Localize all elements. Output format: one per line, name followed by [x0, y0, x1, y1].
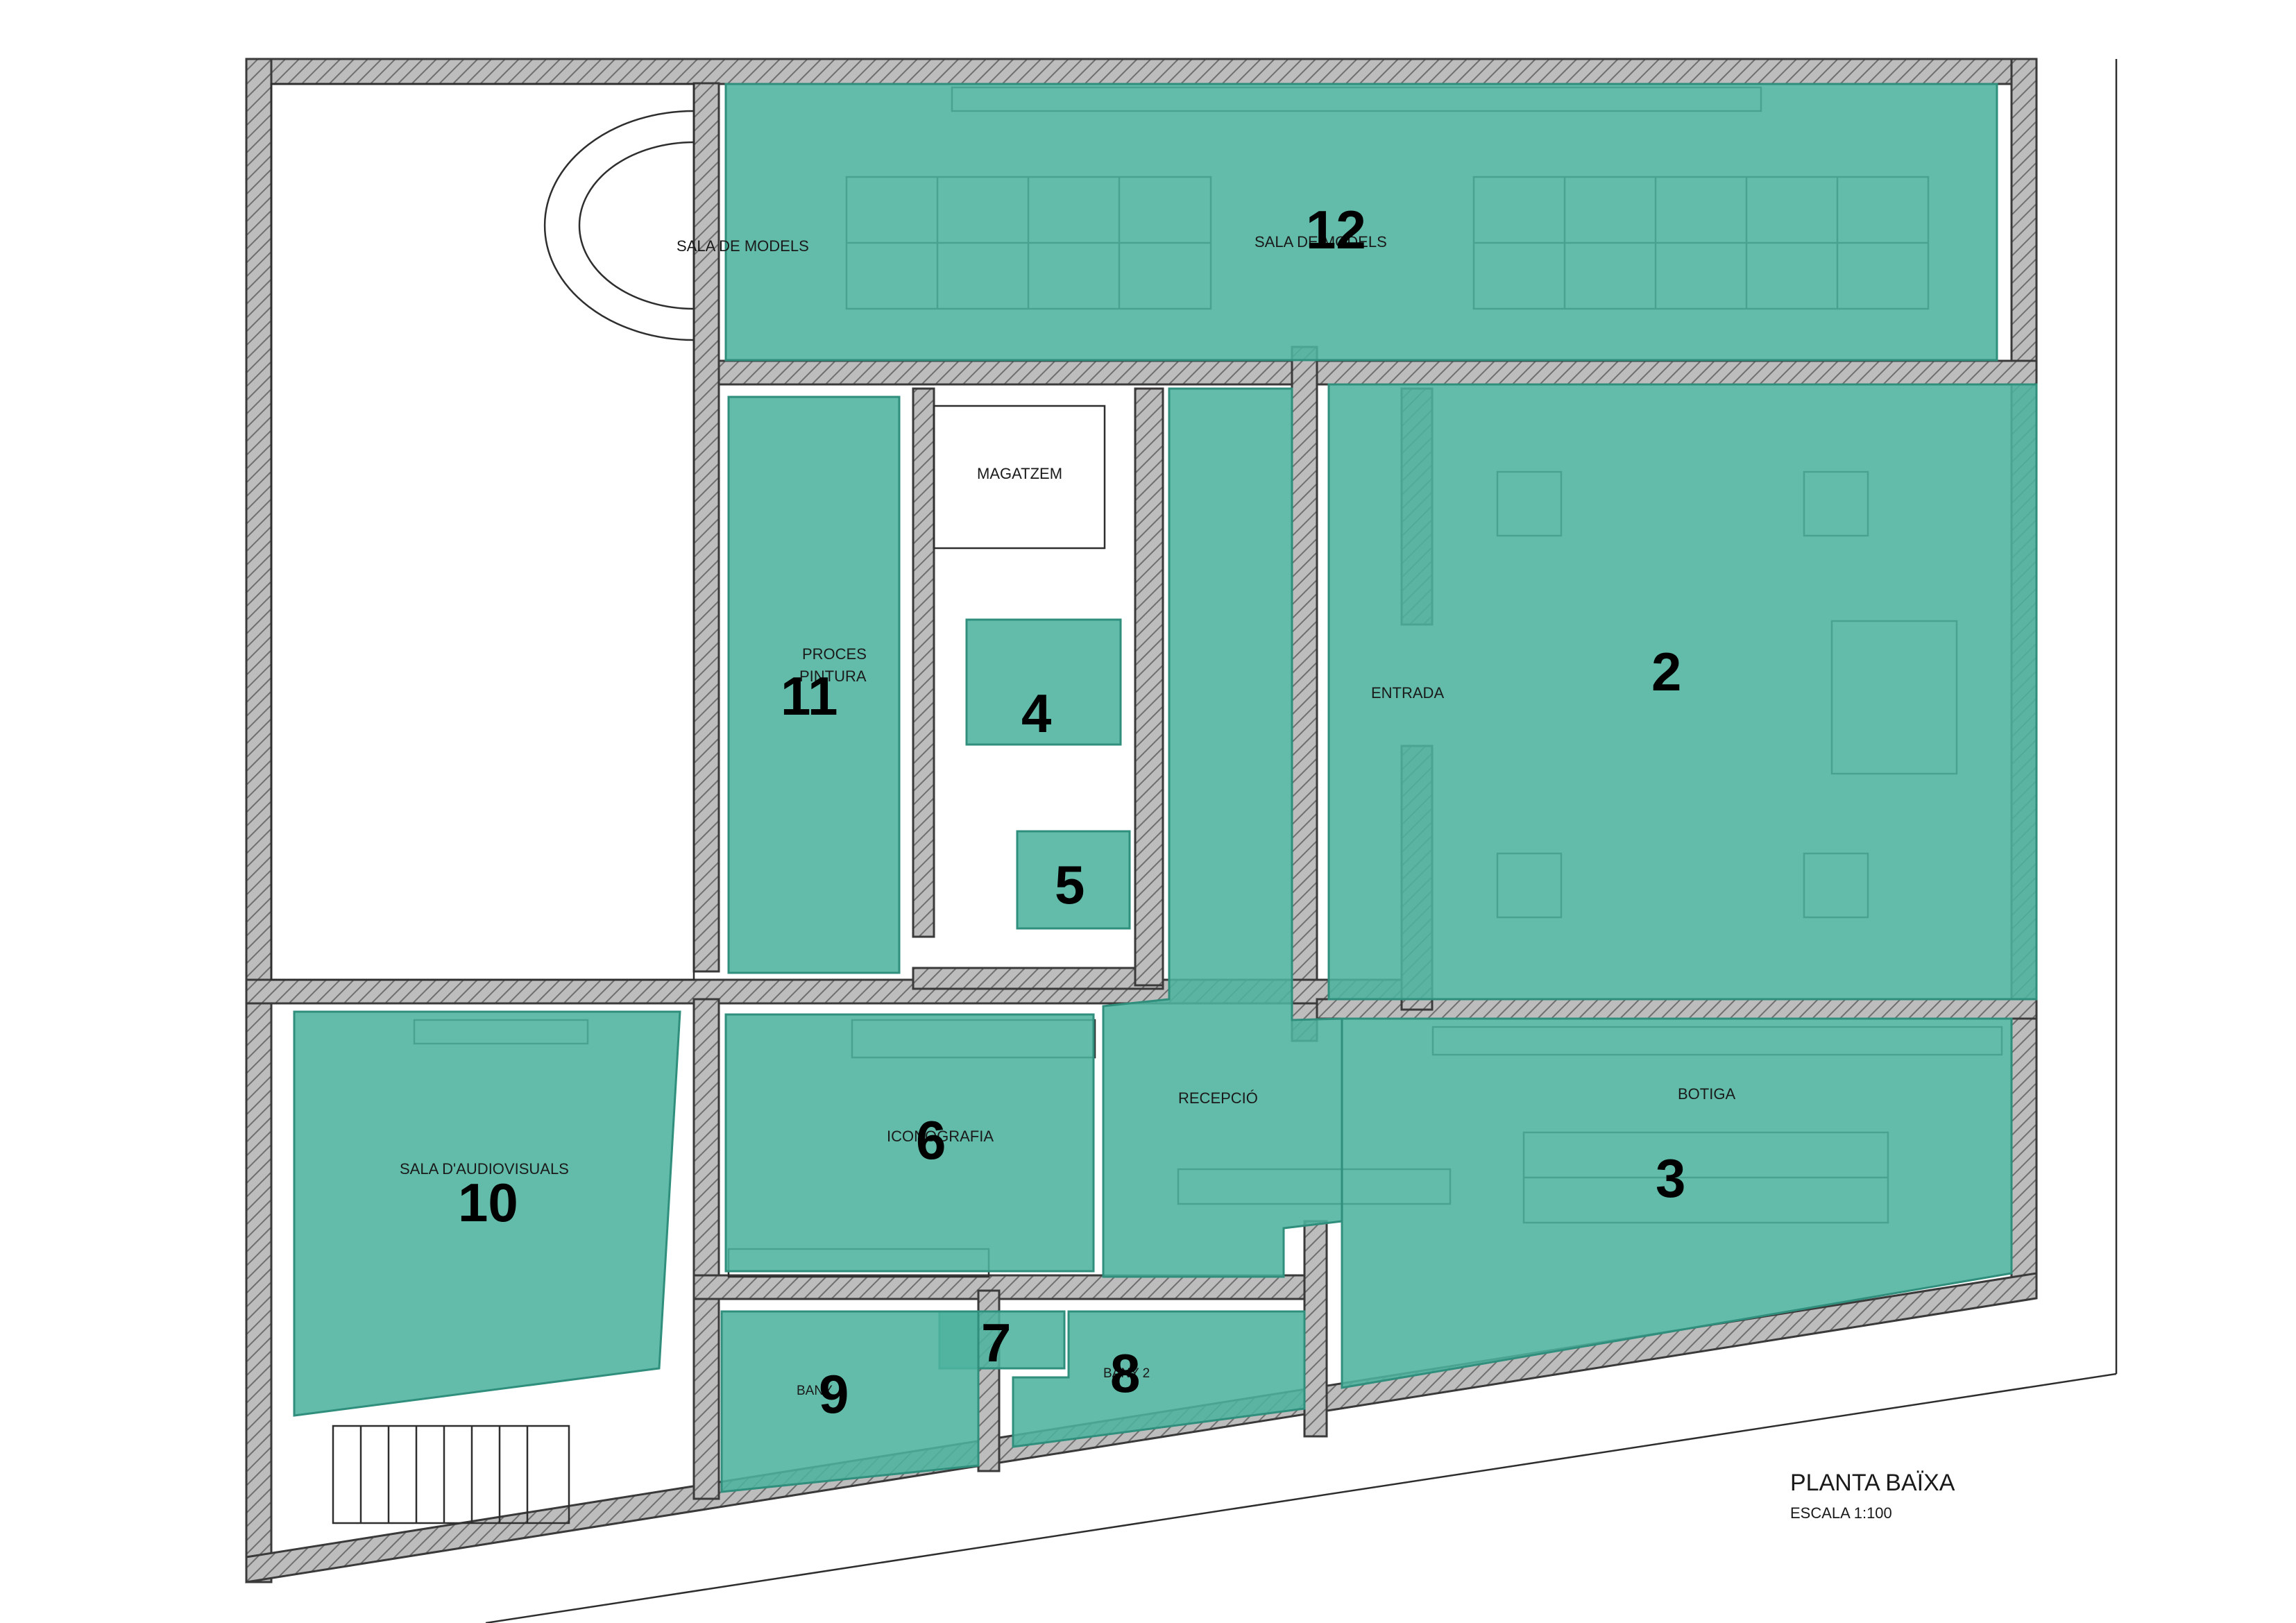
zone-6 — [724, 1013, 1095, 1273]
zone-9 — [720, 1310, 980, 1493]
room-labels: SALA DE MODELS SALA DE MODELS MAGATZEM P… — [400, 233, 1735, 1398]
street-edge-south — [485, 1373, 2117, 1623]
label-sala-models-east: SALA DE MODELS — [1255, 233, 1387, 250]
zones — [293, 83, 2038, 1493]
label-botiga: BOTIGA — [1678, 1085, 1735, 1103]
label-pintura: PINTURA — [799, 668, 867, 685]
zone-number-7: 7 — [981, 1312, 1011, 1373]
label-proces: PROCES — [802, 645, 867, 663]
zone-4 — [965, 618, 1122, 746]
zone-number-2: 2 — [1651, 641, 1681, 702]
wall-toilets-north — [692, 1274, 1320, 1300]
stair-south — [332, 1425, 570, 1524]
label-bany2: BANY 2 — [1103, 1366, 1150, 1381]
wall-magatzem — [912, 387, 935, 938]
label-sala-models-west: SALA DE MODELS — [677, 237, 809, 255]
zone-number-9: 9 — [819, 1363, 849, 1425]
zone-numbers: 12 2 3 11 4 5 6 10 7 9 8 — [458, 199, 1685, 1425]
label-audiovisuals: SALA D'AUDIOVISUALS — [400, 1160, 569, 1178]
zone-10 — [293, 1010, 681, 1417]
wall-models-south — [692, 359, 2038, 386]
label-entrada: ENTRADA — [1371, 684, 1444, 702]
plan-title: PLANTA BAÏXA — [1790, 1470, 1955, 1496]
title-block: PLANTA BAÏXA ESCALA 1:100 — [1790, 1470, 1955, 1522]
zone-11 — [727, 396, 901, 974]
zone-3 — [1341, 1017, 2013, 1389]
wall-central-west — [692, 82, 720, 973]
zone-2 — [1327, 383, 2038, 1001]
zone-number-4: 4 — [1021, 683, 1051, 744]
magatzem-room — [933, 405, 1106, 550]
apse-inner — [578, 141, 695, 310]
zone-number-11: 11 — [781, 665, 837, 726]
apse-outer — [543, 110, 695, 341]
zone-number-6: 6 — [916, 1110, 946, 1171]
wall-av-east — [692, 998, 720, 1500]
zone-number-10: 10 — [458, 1172, 518, 1233]
zone-number-3: 3 — [1656, 1148, 1685, 1209]
wall-north — [245, 58, 2038, 85]
plan-scale: ESCALA 1:100 — [1790, 1504, 1892, 1522]
label-recepcio: RECEPCIÓ — [1178, 1089, 1258, 1107]
wall-shop-north — [1316, 998, 2038, 1020]
wall-toilets-east — [1303, 1220, 1328, 1438]
label-iconografia: ICONOGRAFIA — [887, 1128, 994, 1145]
wall-entrance-west — [1291, 346, 1318, 1042]
label-bany1: BANY — [797, 1384, 833, 1398]
zone-recepcio — [1102, 387, 1343, 1278]
zone-number-5: 5 — [1055, 854, 1085, 915]
zone-8 — [1012, 1310, 1306, 1448]
zone-12 — [724, 83, 1998, 362]
zone-number-12: 12 — [1306, 199, 1366, 260]
zone-number-8: 8 — [1110, 1343, 1140, 1404]
wall-west — [245, 58, 273, 1583]
courtyard-outline — [270, 83, 695, 981]
wall-core-south — [912, 967, 1164, 990]
wall-core-east — [1134, 387, 1164, 987]
zone-5 — [1016, 830, 1131, 930]
label-magatzem: MAGATZEM — [977, 465, 1062, 482]
